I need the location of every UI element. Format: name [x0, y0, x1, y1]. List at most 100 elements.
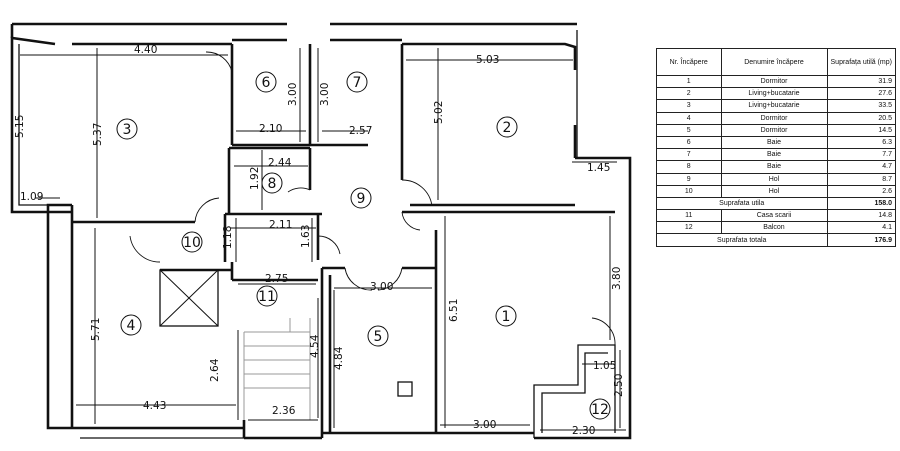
room-number-8: 8 — [268, 176, 277, 192]
dim-2-75: 2.75 — [265, 273, 288, 285]
cell-room-name: Living+bucatarie — [720, 99, 828, 113]
dim-3-00-room1: 3.00 — [473, 419, 496, 431]
cell-area: 33.5 — [826, 99, 897, 113]
cell-room-number: 1 — [656, 74, 722, 89]
room-number-2: 2 — [503, 120, 512, 136]
cell-room-number: 12 — [656, 221, 722, 235]
dim-5-15: 5.15 — [14, 115, 26, 138]
dim-5-03: 5.03 — [476, 54, 499, 66]
dim-2-30: 2.30 — [572, 425, 595, 437]
dim-1-45: 1.45 — [587, 162, 610, 174]
cell-room-name: Balcon — [720, 221, 828, 235]
room-number-3: 3 — [123, 122, 132, 138]
dim-1-92: 1.92 — [249, 167, 261, 190]
cell-room-number: 3 — [656, 99, 722, 113]
dim-3-80: 3.80 — [611, 267, 623, 290]
cell-room-number: 11 — [656, 209, 722, 223]
dim-3-00-room6: 3.00 — [287, 83, 299, 106]
cell-room-number: 5 — [656, 123, 722, 137]
dim-1-63: 1.63 — [300, 225, 312, 248]
cell-room-name: Casa scarii — [720, 209, 828, 223]
dim-4-43: 4.43 — [143, 400, 166, 412]
dim-4-84: 4.84 — [333, 346, 345, 370]
subtotal-row-value: 158.0 — [826, 196, 897, 211]
cell-area: 27.6 — [826, 87, 897, 101]
dim-1-18: 1.18 — [222, 226, 234, 249]
cell-room-name: Hol — [720, 184, 828, 198]
cell-area: 31.9 — [826, 74, 897, 89]
cell-room-number: 7 — [656, 148, 722, 162]
room-number-6: 6 — [262, 75, 271, 91]
exterior-walls — [10, 22, 632, 440]
dim-2-64: 2.64 — [209, 358, 221, 382]
cell-area: 8.7 — [826, 172, 897, 186]
cell-area: 20.5 — [826, 111, 897, 125]
cell-area: 14.8 — [826, 209, 897, 223]
dim-2-10: 2.10 — [259, 123, 282, 135]
dimension-lines — [20, 48, 626, 431]
dim-5-37: 5.37 — [92, 123, 104, 146]
door-swings — [129, 51, 616, 346]
dim-4-40: 4.40 — [134, 44, 157, 56]
header-usable-area: Suprafața utilă (mp) — [826, 48, 897, 76]
cell-room-number: 6 — [656, 135, 722, 150]
dim-3-00-room7: 3.00 — [319, 83, 331, 106]
room-number-10: 10 — [183, 235, 201, 251]
cell-room-number: 2 — [656, 87, 722, 101]
stair-treads — [243, 318, 311, 420]
cell-area: 4.7 — [826, 160, 897, 174]
dim-2-44: 2.44 — [268, 157, 292, 169]
cell-area: 2.6 — [826, 184, 897, 198]
total-row-label: Suprafata totala — [656, 233, 828, 247]
cell-room-name: Dormitor — [720, 74, 828, 89]
dim-4-54: 4.54 — [309, 334, 321, 358]
header-room-number: Nr. Încăpere — [656, 48, 722, 76]
cell-room-name: Baie — [720, 148, 828, 162]
room-number-1: 1 — [502, 309, 511, 325]
cell-area: 4.1 — [826, 221, 897, 235]
cell-area: 7.7 — [826, 148, 897, 162]
dim-2-36: 2.36 — [272, 405, 296, 417]
cell-room-name: Hol — [720, 172, 828, 186]
cell-room-name: Living+bucatarie — [720, 87, 828, 101]
room-number-9: 9 — [357, 191, 366, 207]
table-header-row: Nr. Încăpere Denumire încăpere Suprafața… — [656, 48, 897, 76]
cell-room-number: 8 — [656, 160, 722, 174]
interior-walls — [72, 44, 616, 438]
dim-6-51: 6.51 — [448, 299, 460, 322]
dim-1-05: 1.05 — [593, 360, 616, 372]
dim-1-09: 1.09 — [20, 191, 43, 203]
cell-area: 6.3 — [826, 135, 897, 150]
room-number-4: 4 — [127, 318, 136, 334]
total-row-value: 176.9 — [826, 233, 897, 247]
cell-room-number: 10 — [656, 184, 722, 198]
dim-5-02: 5.02 — [433, 101, 445, 124]
dim-2-57: 2.57 — [349, 125, 372, 137]
dim-3-00-room5: 3.00 — [370, 281, 393, 293]
room-number-7: 7 — [353, 75, 362, 91]
room-markers: 3 6 7 2 8 9 10 11 4 5 1 12 — [116, 71, 611, 420]
room-number-12: 12 — [591, 402, 609, 418]
dim-2-50: 2.50 — [613, 374, 625, 397]
room-area-table: Nr. Încăpere Denumire încăpere Suprafața… — [656, 48, 897, 247]
cell-room-name: Baie — [720, 135, 828, 150]
cell-room-name: Dormitor — [720, 123, 828, 137]
dim-2-11: 2.11 — [269, 219, 292, 231]
room-number-11: 11 — [258, 289, 276, 305]
header-room-name: Denumire încăpere — [720, 48, 828, 76]
